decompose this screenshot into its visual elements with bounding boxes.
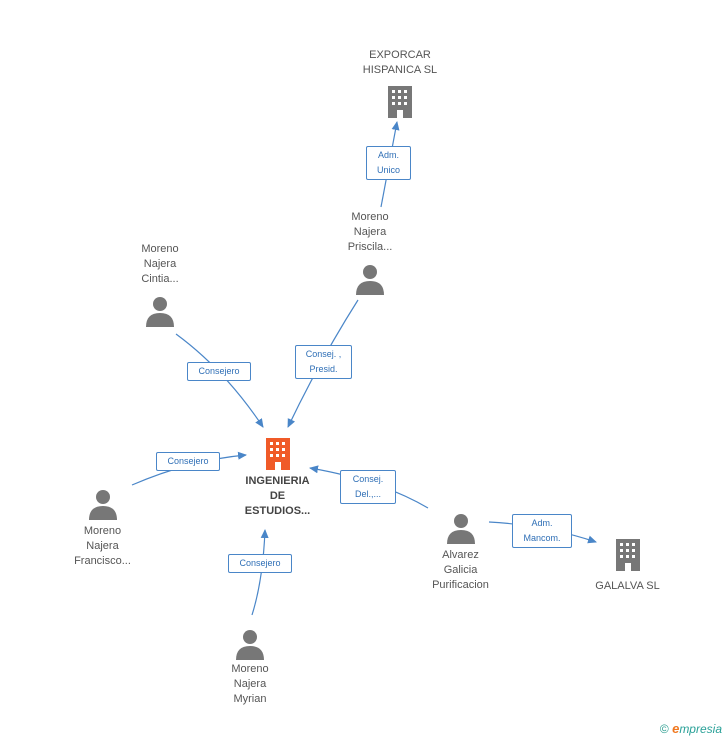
node-label: Moreno Najera Priscila... bbox=[347, 211, 393, 253]
node-label: Moreno Najera Myrian bbox=[231, 663, 269, 705]
edge-label-alvarez-center[interactable]: Consej. Del.,... bbox=[340, 470, 396, 504]
edge-label-myrian-center[interactable]: Consejero bbox=[228, 554, 292, 573]
edge-label-priscila-exporcar[interactable]: Adm. Unico bbox=[366, 146, 411, 180]
edge-myrian-center bbox=[251, 529, 269, 616]
building-icon bbox=[265, 438, 290, 470]
person-icon bbox=[356, 265, 384, 295]
node-label: EXPORCAR HISPANICA SL bbox=[362, 49, 438, 76]
brand-initial: e bbox=[672, 721, 680, 736]
edge-label-priscila-center[interactable]: Consej. , Presid. bbox=[295, 345, 352, 379]
copyright-icon: © bbox=[659, 722, 669, 736]
building-icon bbox=[615, 539, 640, 571]
node-label: Moreno Najera Francisco... bbox=[74, 525, 131, 567]
person-icon bbox=[88, 490, 117, 520]
node-priscila[interactable]: Moreno Najera Priscila... bbox=[325, 210, 415, 295]
person-icon bbox=[236, 630, 264, 660]
edge-label-cintia-center[interactable]: Consejero bbox=[187, 362, 251, 381]
brand-footer: © empresia bbox=[660, 721, 722, 736]
node-cintia[interactable]: Moreno Najera Cintia... bbox=[115, 242, 205, 327]
person-icon bbox=[146, 297, 174, 327]
node-center-company[interactable]: INGENIERIA DE ESTUDIOS... bbox=[225, 436, 330, 519]
node-myrian[interactable]: Moreno Najera Myrian bbox=[205, 628, 295, 707]
node-label: Moreno Najera Cintia... bbox=[141, 243, 179, 285]
building-icon bbox=[388, 86, 412, 118]
node-label: INGENIERIA DE ESTUDIOS... bbox=[244, 475, 311, 517]
edge-label-francisco-center[interactable]: Consejero bbox=[156, 452, 220, 471]
node-francisco[interactable]: Moreno Najera Francisco... bbox=[55, 488, 150, 569]
node-label: Alvarez Galicia Purificacion bbox=[432, 549, 489, 591]
node-galalva[interactable]: GALALVA SL bbox=[580, 537, 675, 594]
node-alvarez[interactable]: Alvarez Galicia Purificacion bbox=[413, 512, 508, 593]
node-label: GALALVA SL bbox=[595, 580, 660, 592]
node-exporcar[interactable]: EXPORCAR HISPANICA SL bbox=[350, 48, 450, 118]
edge-label-alvarez-galalva[interactable]: Adm. Mancom. bbox=[512, 514, 572, 548]
brand-name: mpresia bbox=[679, 722, 722, 736]
person-icon bbox=[446, 514, 475, 544]
